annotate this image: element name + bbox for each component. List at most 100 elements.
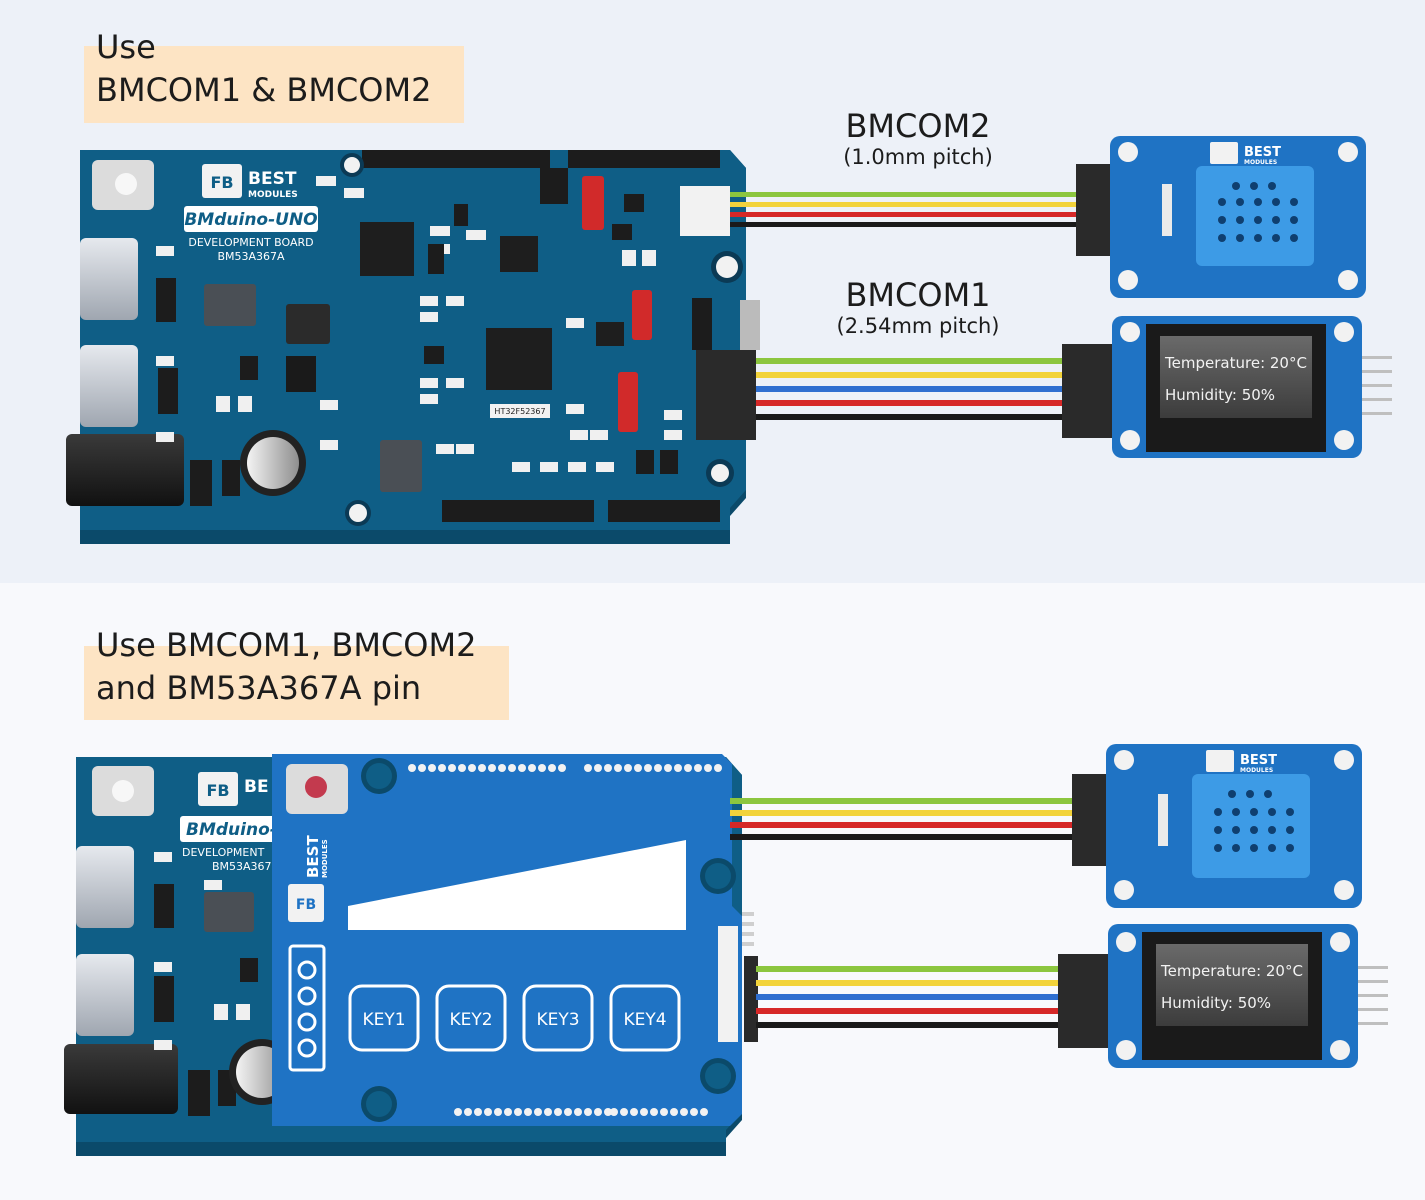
shield-pin-dot — [524, 1108, 532, 1116]
shield-pin-dot — [498, 764, 506, 772]
shield-pin-dot — [534, 1108, 542, 1116]
shield-pin-dot — [680, 1108, 688, 1116]
shield-pin-dot — [694, 764, 702, 772]
shield-pin-dot — [630, 1108, 638, 1116]
shield-brand-2: MODULES — [321, 839, 329, 878]
shield-pin-dot — [634, 764, 642, 772]
top-sensor-module: BEST MODULES — [1076, 136, 1366, 298]
top-heading-line-2: BMCOM1 & BMCOM2 — [96, 71, 432, 109]
shield-pin-dot — [564, 1108, 572, 1116]
shield-pin-dot — [640, 1108, 648, 1116]
shield-pin-dot — [474, 1108, 482, 1116]
shield-pin-dot — [574, 1108, 582, 1116]
bmcom1-pitch: (2.54mm pitch) — [836, 314, 1000, 338]
board-model: BMduino-UNO — [184, 210, 317, 230]
oled-line-2: Humidity: 50% — [1165, 386, 1275, 404]
bottom-board-model: BMduino-U — [186, 820, 291, 840]
shield-pin-dot — [584, 764, 592, 772]
top-heading-line-1: Use — [96, 28, 156, 66]
bottom-heading: Use BMCOM1, BMCOM2 and BM53A367A pin — [84, 626, 509, 720]
shield-pin-dot — [614, 764, 622, 772]
shield-key-3[interactable]: KEY3 — [522, 984, 594, 1052]
bmcom2-name: BMCOM2 — [845, 107, 991, 145]
shield-pin-dot — [584, 1108, 592, 1116]
bottom-heading-line-1: Use BMCOM1, BMCOM2 — [96, 626, 477, 664]
shield-pin-dot — [428, 764, 436, 772]
shield-pin-dot — [654, 764, 662, 772]
bottom-oled-module: Temperature: 20°C Humidity: 50% — [1058, 924, 1388, 1068]
shield-pin-dot — [514, 1108, 522, 1116]
shield-pin-dot — [528, 764, 536, 772]
svg-text:FB: FB — [210, 173, 233, 192]
shield-brand-1: BEST — [304, 835, 322, 878]
shield-pin-dot — [408, 764, 416, 772]
shield-pin-dot — [488, 764, 496, 772]
shield-pin-dot — [554, 1108, 562, 1116]
shield-pin-dot — [418, 764, 426, 772]
shield-pin-dot — [478, 764, 486, 772]
shield-key-label: KEY2 — [449, 1010, 492, 1030]
bmcom1-name: BMCOM1 — [845, 276, 991, 314]
shield-pin-dot — [700, 1108, 708, 1116]
shield-pin-dot — [674, 764, 682, 772]
top-oled-module: Temperature: 20°C Humidity: 50% — [1062, 316, 1392, 458]
shield-key-2[interactable]: KEY2 — [435, 984, 507, 1052]
board-part: BM53A367A — [217, 250, 285, 263]
shield-pin-dot — [484, 1108, 492, 1116]
bottom-heading-line-2: and BM53A367A pin — [96, 669, 422, 707]
shield-pin-dot — [458, 764, 466, 772]
board-brand-2: MODULES — [248, 190, 298, 200]
shield-pin-dot — [464, 1108, 472, 1116]
shield-pin-dot — [624, 764, 632, 772]
shield-pin-dot — [604, 764, 612, 772]
bmcom1-label: BMCOM1 (2.54mm pitch) — [818, 277, 1018, 339]
bottom-sensor-module: BEST MODULES — [1072, 744, 1362, 908]
shield-key-label: KEY1 — [362, 1010, 405, 1030]
shield-pin-dot — [684, 764, 692, 772]
shield-pin-dot — [538, 764, 546, 772]
top-board: HT32F52367 — [66, 150, 760, 544]
sensor-brand-1: BEST — [1244, 145, 1281, 160]
shield-pin-dot — [690, 1108, 698, 1116]
board-subtitle: DEVELOPMENT BOARD — [188, 236, 313, 249]
shield-pin-dot — [504, 1108, 512, 1116]
shield-pin-dot — [620, 1108, 628, 1116]
shield-pin-dot — [508, 764, 516, 772]
shield-pin-dot — [468, 764, 476, 772]
top-bmcom2-wires — [730, 192, 1080, 227]
bottom-oled-line-1: Temperature: 20°C — [1160, 962, 1303, 980]
shield-pin-dot — [594, 1108, 602, 1116]
shield-pin-dot — [448, 764, 456, 772]
chip-label: HT32F52367 — [494, 407, 545, 416]
bottom-sensor-brand-1: BEST — [1240, 753, 1277, 768]
shield-pin-dot — [558, 764, 566, 772]
sensor-brand-2: MODULES — [1244, 159, 1277, 166]
svg-text:BE: BE — [244, 777, 269, 797]
shield-key-4[interactable]: KEY4 — [609, 984, 681, 1052]
shield-pin-dot — [438, 764, 446, 772]
shield-pin-dot — [594, 764, 602, 772]
shield-pin-dot — [544, 1108, 552, 1116]
shield-pin-dot — [518, 764, 526, 772]
shield-pin-dot — [704, 764, 712, 772]
shield-pin-dot — [670, 1108, 678, 1116]
shield-pin-dot — [548, 764, 556, 772]
board-brand-1: BEST — [248, 169, 297, 189]
shield-key-1[interactable]: KEY1 — [348, 984, 420, 1052]
shield-pin-dot — [660, 1108, 668, 1116]
bottom-oled-line-2: Humidity: 50% — [1161, 994, 1271, 1012]
oled-line-1: Temperature: 20°C — [1164, 354, 1307, 372]
shield-pin-dot — [650, 1108, 658, 1116]
shield-pin-dot — [454, 1108, 462, 1116]
shield-pin-dot — [610, 1108, 618, 1116]
shield-pin-dot — [644, 764, 652, 772]
bottom-board-subtitle: DEVELOPMENT — [182, 846, 265, 859]
svg-text:FB: FB — [206, 781, 229, 800]
bottom-bmcom1-wires — [756, 966, 1064, 1028]
top-heading: Use BMCOM1 & BMCOM2 — [84, 28, 464, 123]
bottom-sensor-brand-2: MODULES — [1240, 767, 1273, 774]
bottom-board-part: BM53A367 — [212, 860, 272, 873]
bottom-bmcom2-wires — [730, 798, 1080, 840]
